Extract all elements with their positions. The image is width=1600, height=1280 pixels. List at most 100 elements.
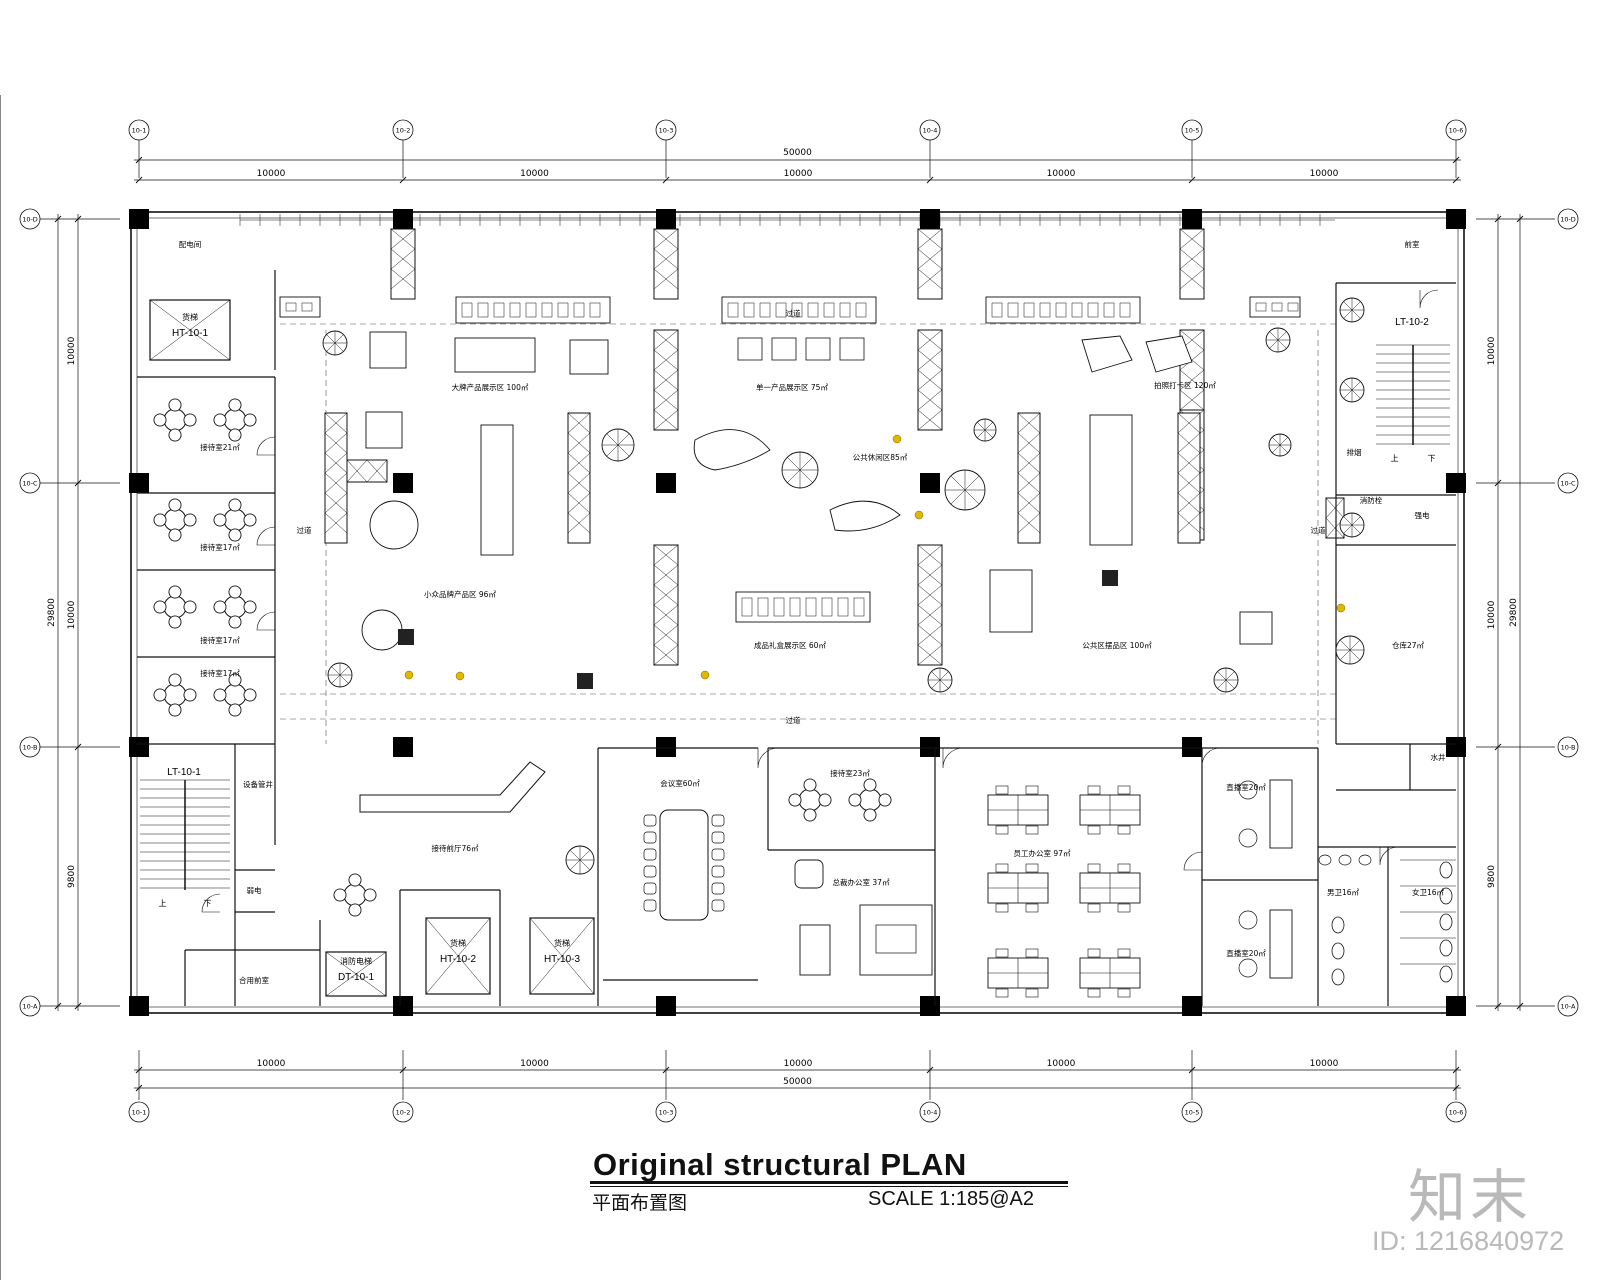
lighting-marker	[455, 671, 465, 681]
dim-label-total: 29800	[1509, 598, 1519, 627]
counter-item	[791, 302, 803, 318]
grid-bubble	[1557, 472, 1579, 494]
room-label-live-a: 直播室20㎡	[1226, 782, 1266, 792]
door-swing	[1183, 851, 1203, 871]
round-chair	[348, 873, 362, 887]
grid-bubble-label: 10-A	[1561, 1003, 1576, 1011]
plant	[1213, 667, 1239, 693]
elevator-cross	[325, 951, 387, 997]
corridor-label: 过道	[297, 525, 312, 535]
dim-tick	[1452, 1066, 1460, 1074]
office-chair	[1117, 785, 1131, 795]
dim-tick	[1494, 743, 1502, 751]
display-island	[569, 339, 609, 375]
dim-tick	[54, 1002, 62, 1010]
round-chair	[228, 673, 242, 687]
plant-branch	[1343, 516, 1353, 526]
grid-bubble	[655, 1101, 677, 1123]
grid-bubble	[1181, 119, 1203, 141]
room-label-reception-23: 接待室23㎡	[830, 768, 870, 778]
round-chair	[228, 585, 242, 599]
structural-column	[1446, 473, 1466, 493]
round-chair	[153, 413, 167, 427]
round-chair	[213, 688, 227, 702]
counter-item	[837, 597, 849, 617]
lighting-marker	[700, 670, 710, 680]
furniture	[153, 296, 1456, 998]
workstation-cluster	[1079, 948, 1141, 998]
plant	[944, 469, 986, 511]
room-label-power-room: 配电间	[179, 239, 202, 249]
plant-branch	[1343, 381, 1353, 391]
round-table-set	[788, 778, 832, 822]
display-island	[1089, 414, 1133, 546]
shelf-bay	[390, 228, 416, 250]
display-counter	[279, 296, 321, 318]
plant-branch	[1269, 339, 1279, 349]
room-label-exhaust: 排烟	[1347, 447, 1362, 457]
grid-bubble-label: 10-6	[1449, 127, 1464, 135]
office-chair	[995, 863, 1009, 873]
outer-wall	[130, 211, 1465, 1014]
grid-bubble	[919, 119, 941, 141]
counter-outline	[1249, 296, 1301, 318]
dim-tick	[1494, 479, 1502, 487]
round-table-set	[213, 498, 257, 542]
counter-item	[727, 302, 739, 318]
plant-branch	[1351, 309, 1361, 319]
dim-tick	[135, 1084, 143, 1092]
plant	[781, 451, 819, 489]
grid-axes: 10-110-110-210-210-310-310-410-410-510-5…	[19, 119, 1579, 1123]
plan-scale: SCALE 1:185@A2	[868, 1188, 1034, 1210]
grid-bubble-label: 10-4	[923, 1109, 938, 1117]
dim-tick	[399, 176, 407, 184]
elevator-name: 货梯	[182, 312, 198, 322]
dim-tick	[74, 743, 82, 751]
plant-branch	[1349, 649, 1361, 661]
counter-outline	[279, 296, 321, 318]
round-chair	[818, 793, 832, 807]
room-label-public-lounge: 公共休闲区85㎡	[853, 452, 908, 462]
plant-branch	[1272, 444, 1281, 453]
grid-bubble-label: 10-5	[1185, 127, 1200, 135]
plant-branch	[1225, 679, 1235, 689]
office-chair	[995, 825, 1009, 835]
shelf-bay	[567, 492, 591, 514]
structural-column	[920, 737, 940, 757]
room-label-stair-front: 前室	[1405, 239, 1421, 249]
plant	[1268, 433, 1292, 457]
plant-branch	[1272, 437, 1281, 446]
door-swing	[256, 436, 276, 456]
round-chair	[168, 498, 182, 512]
shelf-bay	[917, 644, 943, 666]
shelf-bay	[653, 248, 679, 270]
plant-branch	[339, 674, 349, 684]
counter-outline	[985, 296, 1141, 324]
room-label-reception-21: 接待室21㎡	[200, 442, 240, 452]
room-label-strong-elec: 强电	[1415, 510, 1431, 520]
shelf-bay	[917, 268, 943, 290]
office-chair	[1117, 863, 1131, 873]
round-table	[223, 595, 247, 619]
counter-item	[1023, 302, 1035, 318]
shelf-bay	[917, 369, 943, 391]
meeting-chair	[711, 814, 725, 827]
display-counter	[1249, 296, 1301, 318]
grid-bubble	[392, 119, 414, 141]
corridor-label: 过道	[786, 715, 801, 725]
toilet	[1439, 939, 1453, 957]
plant-branch	[1343, 524, 1353, 534]
round-chair	[168, 585, 182, 599]
grid-bubble	[1181, 1101, 1203, 1123]
display-shelf	[1325, 497, 1345, 539]
round-table-set	[153, 585, 197, 629]
counter-item	[855, 302, 867, 318]
shelf-bay	[917, 228, 943, 250]
grid-bubble-label: 10-C	[22, 480, 38, 488]
office-chair	[1117, 948, 1131, 958]
dim-tick	[1452, 1084, 1460, 1092]
office-chair	[995, 785, 1009, 795]
